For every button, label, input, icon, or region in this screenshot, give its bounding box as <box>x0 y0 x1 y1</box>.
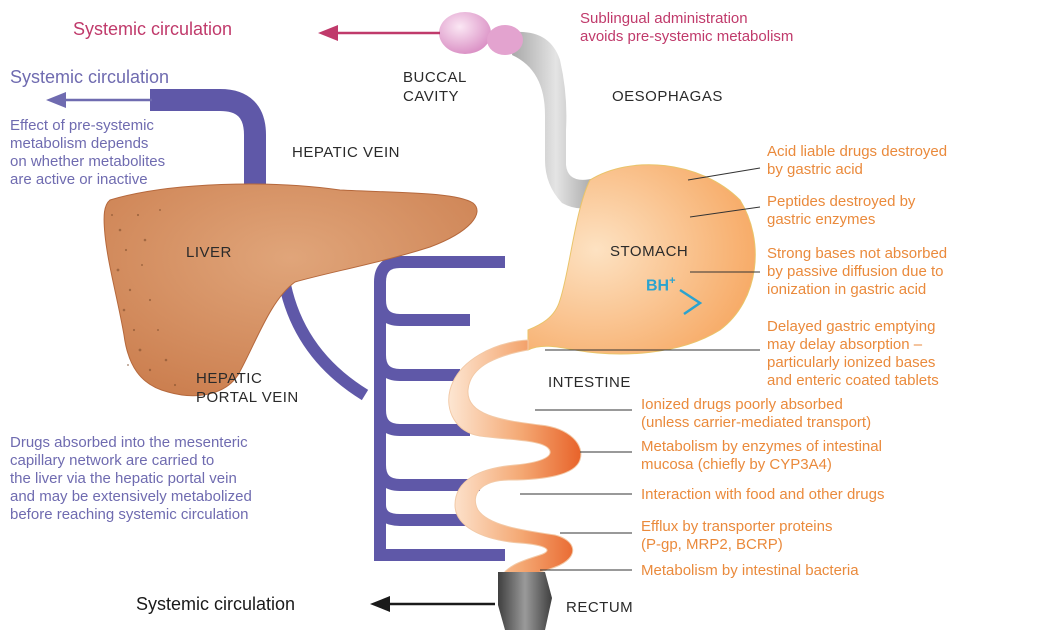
intestine-note-ionized: Ionized drugs poorly absorbed (unless ca… <box>641 396 871 432</box>
ion-label: BH+ <box>646 275 676 295</box>
intestine-note-bacteria: Metabolism by intestinal bacteria <box>641 562 859 580</box>
effect-note: Effect of pre-systemic metabolism depend… <box>10 117 165 189</box>
intestine-label: INTESTINE <box>548 373 631 392</box>
ion-label-text: BH <box>646 277 669 294</box>
sublingual-note: Sublingual administration avoids pre-sys… <box>580 10 793 46</box>
systemic-circulation-label-black: Systemic circulation <box>136 594 295 615</box>
stomach-note-acid: Acid liable drugs destroyed by gastric a… <box>767 143 947 179</box>
intestine-note-food-interaction: Interaction with food and other drugs <box>641 486 885 504</box>
oesophagus <box>512 32 600 209</box>
ion-charge: + <box>669 275 675 287</box>
systemic-arrow-purple <box>46 92 152 108</box>
buccal-cavity-neck <box>487 25 523 55</box>
systemic-circulation-label-pink: Systemic circulation <box>73 19 232 40</box>
stomach-note-delayed-emptying: Delayed gastric emptying may delay absor… <box>767 318 939 390</box>
systemic-circulation-label-purple: Systemic circulation <box>10 67 169 88</box>
stomach-note-strong-bases: Strong bases not absorbed by passive dif… <box>767 245 947 299</box>
systemic-arrow-pink <box>318 25 440 41</box>
intestine-note-efflux: Efflux by transporter proteins (P-gp, MR… <box>641 518 832 554</box>
mesenteric-note: Drugs absorbed into the mesenteric capil… <box>10 434 252 524</box>
rectum <box>498 572 552 630</box>
buccal-cavity-label: BUCCAL CAVITY <box>403 68 467 106</box>
stomach-label: STOMACH <box>610 242 688 261</box>
systemic-arrow-black <box>370 596 495 612</box>
hepatic-vein-label: HEPATIC VEIN <box>292 143 400 162</box>
rectum-label: RECTUM <box>566 598 633 617</box>
oesophagus-label: OESOPHAGAS <box>612 87 723 106</box>
liver-label: LIVER <box>186 243 232 262</box>
hepatic-portal-vein-label: HEPATIC PORTAL VEIN <box>196 369 299 407</box>
intestine-note-mucosa-metabolism: Metabolism by enzymes of intestinal muco… <box>641 438 882 474</box>
buccal-cavity <box>439 12 491 54</box>
stomach-note-peptides: Peptides destroyed by gastric enzymes <box>767 193 915 229</box>
